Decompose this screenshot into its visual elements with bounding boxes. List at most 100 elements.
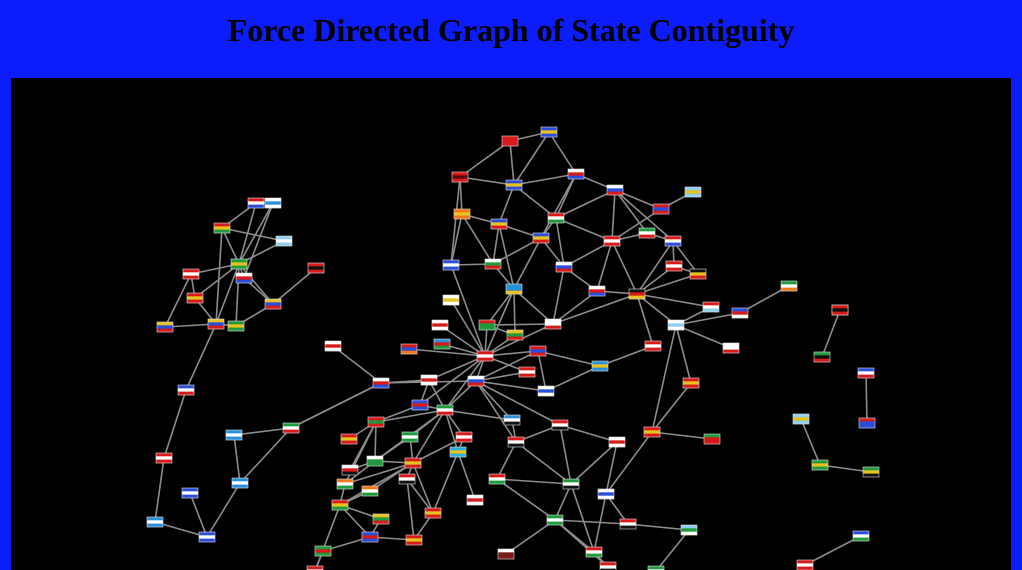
flag-node[interactable]: [665, 260, 683, 272]
flag-node[interactable]: [731, 307, 749, 319]
flag-node[interactable]: [361, 485, 379, 497]
flag-node[interactable]: [307, 262, 325, 274]
flag-node[interactable]: [466, 494, 484, 506]
flag-node[interactable]: [540, 126, 558, 138]
flag-node[interactable]: [555, 261, 573, 273]
flag-node[interactable]: [680, 524, 698, 536]
contiguity-graph[interactable]: [11, 78, 1011, 570]
flag-node[interactable]: [507, 436, 525, 448]
flag-node[interactable]: [361, 531, 379, 543]
flag-node[interactable]: [207, 318, 225, 330]
flag-node[interactable]: [811, 459, 829, 471]
flag-node[interactable]: [703, 433, 721, 445]
flag-node[interactable]: [606, 184, 624, 196]
flag-node[interactable]: [282, 422, 300, 434]
flag-node[interactable]: [366, 455, 384, 467]
flag-node[interactable]: [331, 499, 349, 511]
flag-node[interactable]: [306, 565, 324, 570]
flag-node[interactable]: [198, 531, 216, 543]
flag-node[interactable]: [177, 384, 195, 396]
flag-node[interactable]: [230, 258, 248, 270]
flag-node[interactable]: [501, 135, 519, 147]
flag-node[interactable]: [503, 414, 521, 426]
flag-node[interactable]: [544, 318, 562, 330]
flag-node[interactable]: [400, 343, 418, 355]
flag-node[interactable]: [619, 518, 637, 530]
flag-node[interactable]: [796, 559, 814, 570]
graph-canvas[interactable]: [11, 78, 1011, 570]
flag-node[interactable]: [476, 350, 494, 362]
flag-node[interactable]: [567, 168, 585, 180]
flag-node[interactable]: [862, 466, 880, 478]
flag-node[interactable]: [455, 431, 473, 443]
flag-node[interactable]: [324, 340, 342, 352]
flag-node[interactable]: [411, 399, 429, 411]
flag-node[interactable]: [780, 280, 798, 292]
flag-node[interactable]: [505, 179, 523, 191]
flag-node[interactable]: [453, 208, 471, 220]
flag-node[interactable]: [551, 419, 569, 431]
flag-node[interactable]: [420, 374, 438, 386]
flag-node[interactable]: [398, 473, 416, 485]
flag-node[interactable]: [644, 340, 662, 352]
flag-node[interactable]: [497, 548, 515, 560]
flag-node[interactable]: [231, 477, 249, 489]
flag-node[interactable]: [146, 516, 164, 528]
flag-node[interactable]: [585, 546, 603, 558]
flag-node[interactable]: [532, 232, 550, 244]
flag-node[interactable]: [442, 259, 460, 271]
flag-node[interactable]: [264, 298, 282, 310]
flag-node[interactable]: [506, 329, 524, 341]
flag-node[interactable]: [213, 222, 231, 234]
flag-node[interactable]: [227, 320, 245, 332]
flag-node[interactable]: [181, 487, 199, 499]
flag-node[interactable]: [490, 218, 508, 230]
flag-node[interactable]: [340, 433, 358, 445]
flag-node[interactable]: [372, 377, 390, 389]
flag-node[interactable]: [186, 292, 204, 304]
flag-node[interactable]: [643, 426, 661, 438]
flag-node[interactable]: [529, 345, 547, 357]
flag-node[interactable]: [537, 385, 555, 397]
flag-node[interactable]: [367, 416, 385, 428]
flag-node[interactable]: [857, 367, 875, 379]
flag-node[interactable]: [449, 446, 467, 458]
flag-node[interactable]: [182, 268, 200, 280]
flag-node[interactable]: [603, 235, 621, 247]
flag-node[interactable]: [588, 285, 606, 297]
flag-node[interactable]: [404, 457, 422, 469]
flag-node[interactable]: [546, 514, 564, 526]
flag-node[interactable]: [314, 545, 332, 557]
flag-node[interactable]: [831, 304, 849, 316]
flag-node[interactable]: [478, 319, 496, 331]
flag-node[interactable]: [442, 294, 460, 306]
flag-node[interactable]: [155, 452, 173, 464]
flag-node[interactable]: [431, 319, 449, 331]
flag-node[interactable]: [372, 513, 390, 525]
flag-node[interactable]: [591, 360, 609, 372]
flag-node[interactable]: [235, 272, 253, 284]
flag-node[interactable]: [451, 171, 469, 183]
flag-node[interactable]: [336, 478, 354, 490]
flag-node[interactable]: [682, 377, 700, 389]
flag-node[interactable]: [664, 235, 682, 247]
flag-node[interactable]: [264, 197, 282, 209]
flag-node[interactable]: [684, 186, 702, 198]
flag-node[interactable]: [467, 375, 485, 387]
flag-node[interactable]: [628, 288, 646, 300]
flag-node[interactable]: [484, 258, 502, 270]
flag-node[interactable]: [488, 473, 506, 485]
flag-node[interactable]: [638, 227, 656, 239]
flag-node[interactable]: [341, 464, 359, 476]
flag-node[interactable]: [424, 507, 442, 519]
flag-node[interactable]: [405, 534, 423, 546]
flag-node[interactable]: [608, 436, 626, 448]
flag-node[interactable]: [689, 268, 707, 280]
flag-node[interactable]: [505, 283, 523, 295]
flag-node[interactable]: [722, 342, 740, 354]
flag-node[interactable]: [275, 235, 293, 247]
flag-node[interactable]: [401, 431, 419, 443]
flag-node[interactable]: [852, 530, 870, 542]
flag-node[interactable]: [813, 351, 831, 363]
flag-node[interactable]: [547, 212, 565, 224]
